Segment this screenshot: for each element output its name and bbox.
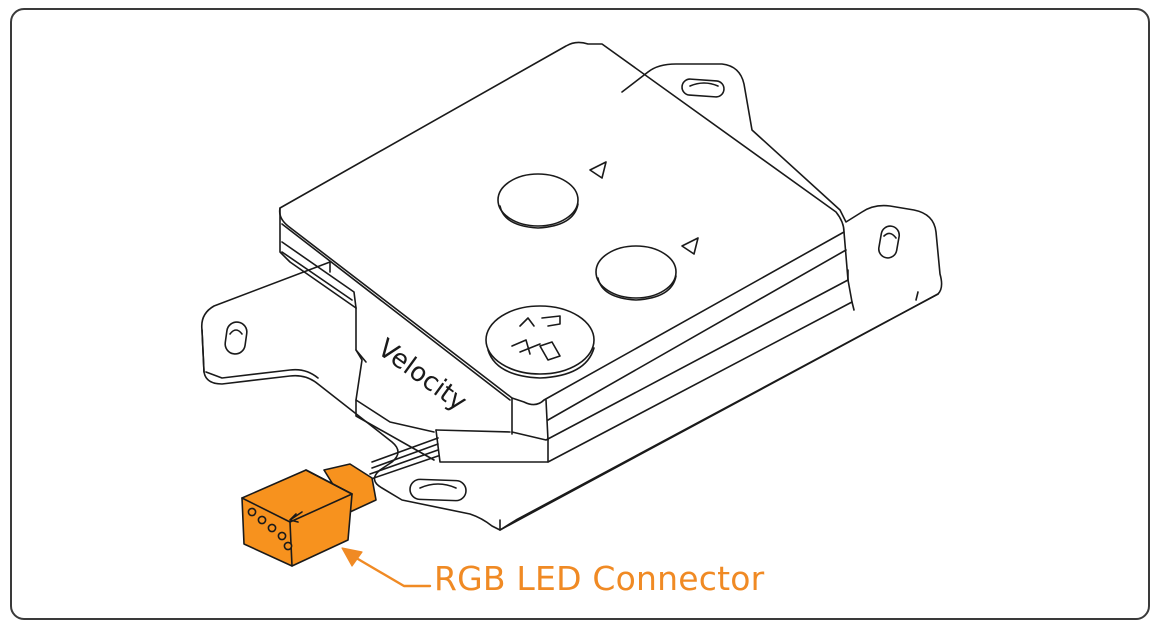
outlet-marker-triangle-arrow-icon xyxy=(681,237,699,255)
rgb-led-connector xyxy=(241,463,377,567)
product-engraving: Velocity xyxy=(372,333,472,417)
callout-leader-line xyxy=(344,550,432,588)
mounting-slot-top xyxy=(681,78,725,98)
mounting-slot-left xyxy=(224,321,248,355)
port-inlet xyxy=(497,173,579,229)
rgb-led-connector-label: RGB LED Connector xyxy=(434,559,765,598)
inlet-marker-triangle-arrow-icon xyxy=(589,161,607,179)
port-outlet xyxy=(595,245,677,301)
mounting-slot-front xyxy=(409,478,467,502)
ek-logo-icon xyxy=(485,305,595,379)
diagram-frame xyxy=(10,8,1150,620)
mounting-slot-right xyxy=(877,225,901,259)
callout-arrowhead xyxy=(341,547,363,567)
mounting-plate xyxy=(200,63,943,531)
rgb-cable xyxy=(367,437,439,481)
arrow-left-icon xyxy=(289,511,303,523)
block-body xyxy=(278,41,855,463)
